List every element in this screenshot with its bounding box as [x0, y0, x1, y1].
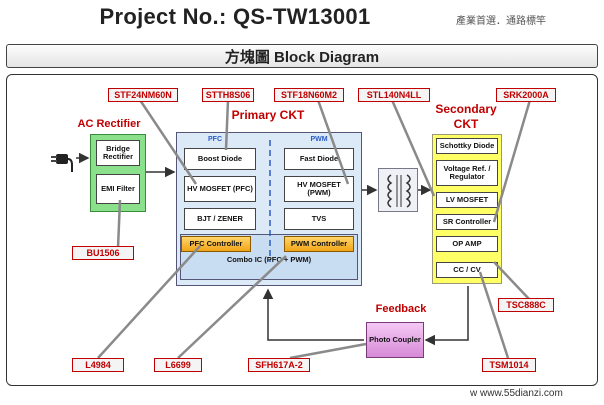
callout-stf24nm60n: STF24NM60N — [108, 88, 178, 102]
op-amp-block: OP AMP — [436, 236, 498, 252]
callout-l4984: L4984 — [72, 358, 124, 372]
callout-stl140n4ll: STL140N4LL — [358, 88, 430, 102]
secondary-ckt-label: Secondary CKT — [426, 102, 506, 132]
callout-tsm1014: TSM1014 — [482, 358, 536, 372]
callout-stth8s06: STTH8S06 — [202, 88, 254, 102]
ac-rectifier-label: AC Rectifier — [77, 118, 141, 130]
company-tagline: 產業首選．通路標竿 — [456, 16, 546, 27]
watermark-text: w www.55dianzi.com — [470, 388, 563, 399]
bridge-rectifier-block: Bridge Rectifier — [96, 140, 140, 166]
sr-controller-block: SR Controller — [436, 214, 498, 230]
callout-tsc888c: TSC888C — [498, 298, 554, 312]
voltage-regulator-block: Voltage Ref. / Regulator — [436, 160, 498, 186]
secondary-ckt-panel — [432, 134, 502, 284]
lv-mosfet-block: LV MOSFET — [436, 192, 498, 208]
emi-filter-block: EMI Filter — [96, 174, 140, 204]
page-title: Project No.: QS-TW13001 — [99, 4, 371, 29]
callout-sfh617a2: SFH617A-2 — [248, 358, 310, 372]
combo-ic-label: Combo IC (PFC + PWM) — [226, 255, 312, 264]
ac-plug-icon — [50, 146, 76, 172]
callout-stf18n60m2: STF18N60M2 — [274, 88, 344, 102]
secondary-ckt-label-line1: Secondary — [435, 102, 497, 116]
photo-coupler-block: Photo Coupler — [366, 322, 424, 358]
primary-ckt-label: Primary CKT — [231, 108, 305, 122]
feedback-label: Feedback — [375, 303, 427, 315]
subtitle-bar — [6, 44, 598, 68]
tvs-block: TVS — [284, 208, 354, 230]
pfc-label: PFC — [208, 136, 222, 143]
pwm-controller-block: PWM Controller — [284, 236, 354, 252]
diagram-frame — [6, 74, 598, 386]
bjt-zener-block: BJT / ZENER — [184, 208, 256, 230]
pwm-label: PWM — [310, 136, 328, 143]
cc-cv-block: CC / CV — [436, 262, 498, 278]
transformer-icon — [378, 168, 418, 212]
schottky-diode-block: Schottky Diode — [436, 138, 498, 154]
callout-l6699: L6699 — [154, 358, 202, 372]
callout-srk2000a: SRK2000A — [496, 88, 556, 102]
callout-bu1506: BU1506 — [72, 246, 134, 260]
boost-diode-block: Boost Diode — [184, 148, 256, 170]
hv-mosfet-pfc-block: HV MOSFET (PFC) — [184, 176, 256, 202]
diagram-subtitle: 方塊圖 Block Diagram — [224, 49, 380, 66]
secondary-ckt-label-line2: CKT — [453, 117, 479, 131]
hv-mosfet-pwm-block: HV MOSFET (PWM) — [284, 176, 354, 202]
